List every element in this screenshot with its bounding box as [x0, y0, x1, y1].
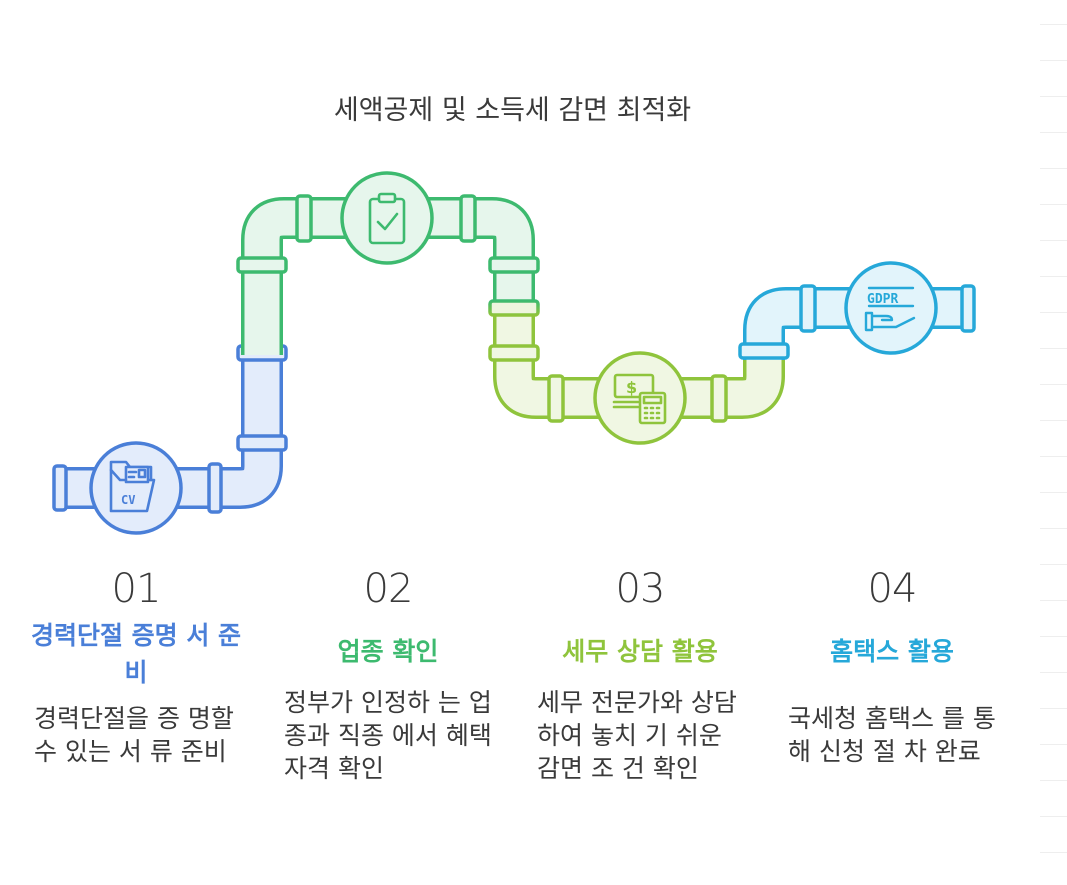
step-4-title: 홈택스 활용	[782, 633, 1002, 670]
step-2-description: 정부가 인정하 는 업종과 직종 에서 혜택 자격 확인	[284, 686, 494, 785]
step-2-number: 02	[278, 566, 498, 612]
step-4-description: 국세청 홈택스 를 통해 신청 절 차 완료	[788, 702, 998, 768]
svg-text:$: $	[626, 378, 637, 397]
step-3-number: 03	[530, 566, 750, 612]
diagram-title: 세액공제 및 소득세 감면 최적화	[0, 88, 1025, 127]
step-1-number: 01	[26, 566, 246, 612]
step-1-title: 경력단절 증명 서 준비	[26, 617, 246, 691]
svg-text:CV: CV	[121, 493, 135, 507]
step-2-node	[342, 173, 432, 263]
step-4-number: 04	[782, 566, 1002, 612]
step-2-title: 업종 확인	[278, 633, 498, 670]
svg-text:GDPR: GDPR	[867, 292, 898, 307]
step-1-description: 경력단절을 증 명할 수 있는 서 류 준비	[34, 702, 244, 768]
step-1-node: CV	[91, 443, 181, 533]
step-3-description: 세무 전문가와 상담하여 놓치 기 쉬운 감면 조 건 확인	[537, 686, 747, 785]
step-3-title: 세무 상담 활용	[530, 633, 750, 670]
step-4-node: GDPR	[846, 263, 936, 353]
step-3-node: $	[595, 353, 685, 443]
